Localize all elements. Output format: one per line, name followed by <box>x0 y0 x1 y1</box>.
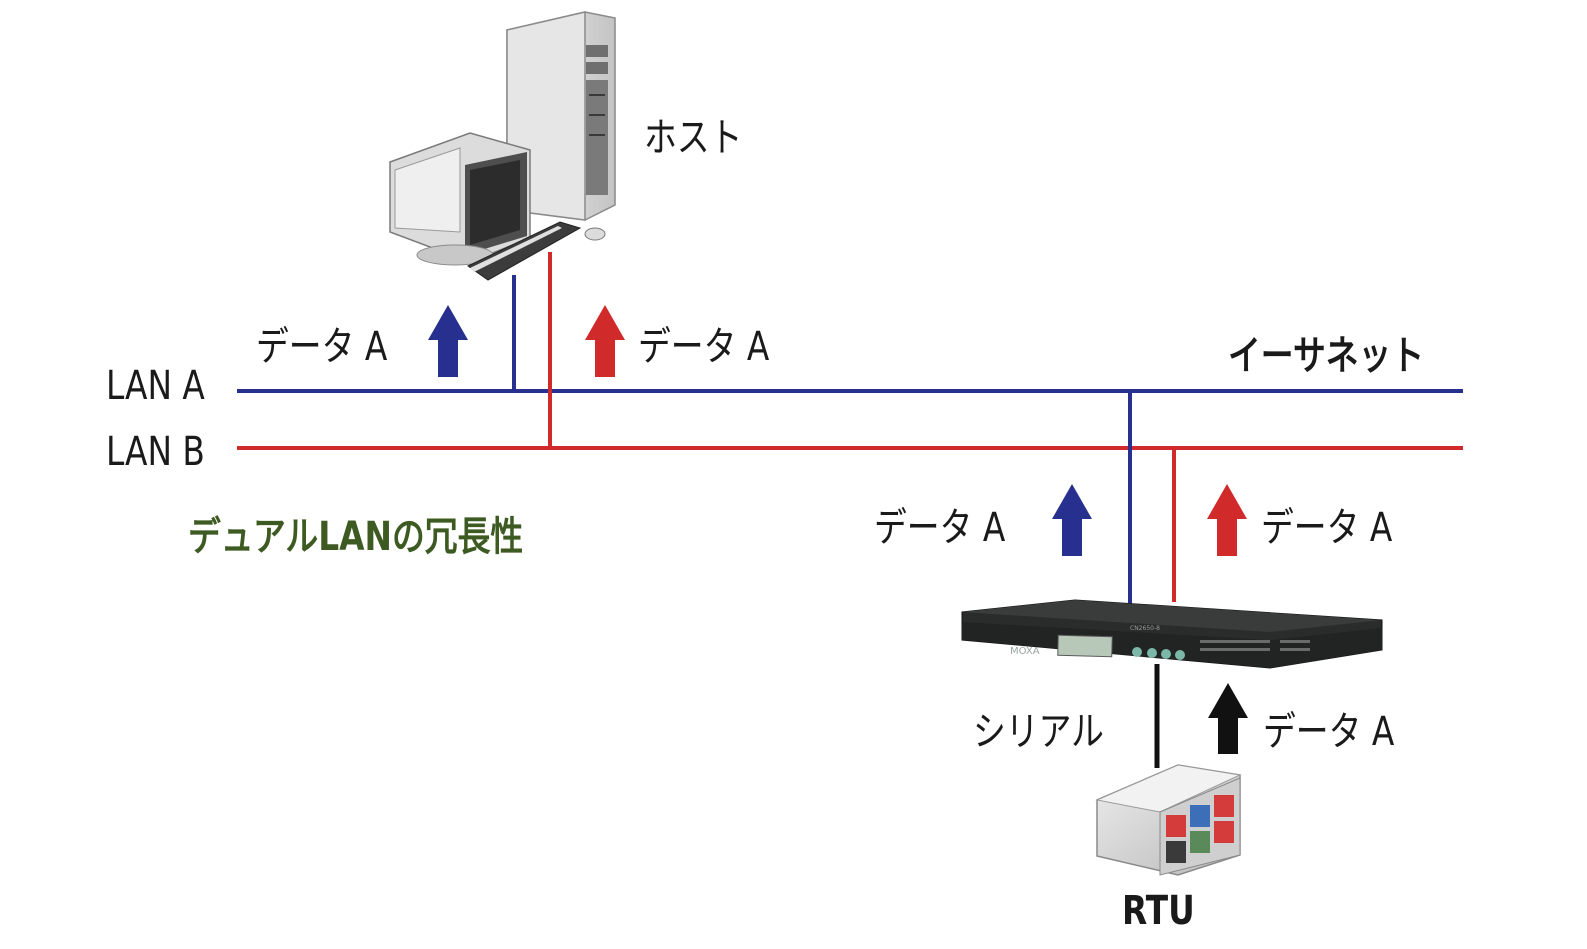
host-blue-arrow-icon <box>428 305 468 377</box>
serial-arrow-icon <box>1208 683 1248 754</box>
data-label-serial: データ A <box>1263 709 1395 755</box>
data-label-device-blue: データ A <box>874 505 1006 551</box>
serial-device-server-icon: MOXA CN2650-8 <box>961 599 1383 669</box>
rtu-chassis-icon <box>1095 764 1242 876</box>
lan-b-label: LAN B <box>106 429 205 475</box>
device-model-text: CN2650-8 <box>1130 625 1160 632</box>
feature-title: デュアルLANの冗長性 <box>188 514 524 560</box>
host-label: ホスト <box>644 115 743 161</box>
device-blue-arrow-icon <box>1052 484 1092 556</box>
data-label-device-red: データ A <box>1261 505 1393 551</box>
serial-label: シリアル <box>973 709 1104 755</box>
rtu-label: RTU <box>1122 888 1195 934</box>
host-computer-icon <box>389 11 616 281</box>
lan-a-label: LAN A <box>106 363 205 409</box>
host-red-arrow-icon <box>585 305 625 377</box>
device-brand-text: MOXA <box>1010 646 1040 657</box>
data-label-host-blue: データ A <box>256 324 388 370</box>
ethernet-label: イーサネット <box>1228 333 1425 379</box>
device-red-arrow-icon <box>1207 484 1247 556</box>
data-label-host-red: データ A <box>638 324 770 370</box>
